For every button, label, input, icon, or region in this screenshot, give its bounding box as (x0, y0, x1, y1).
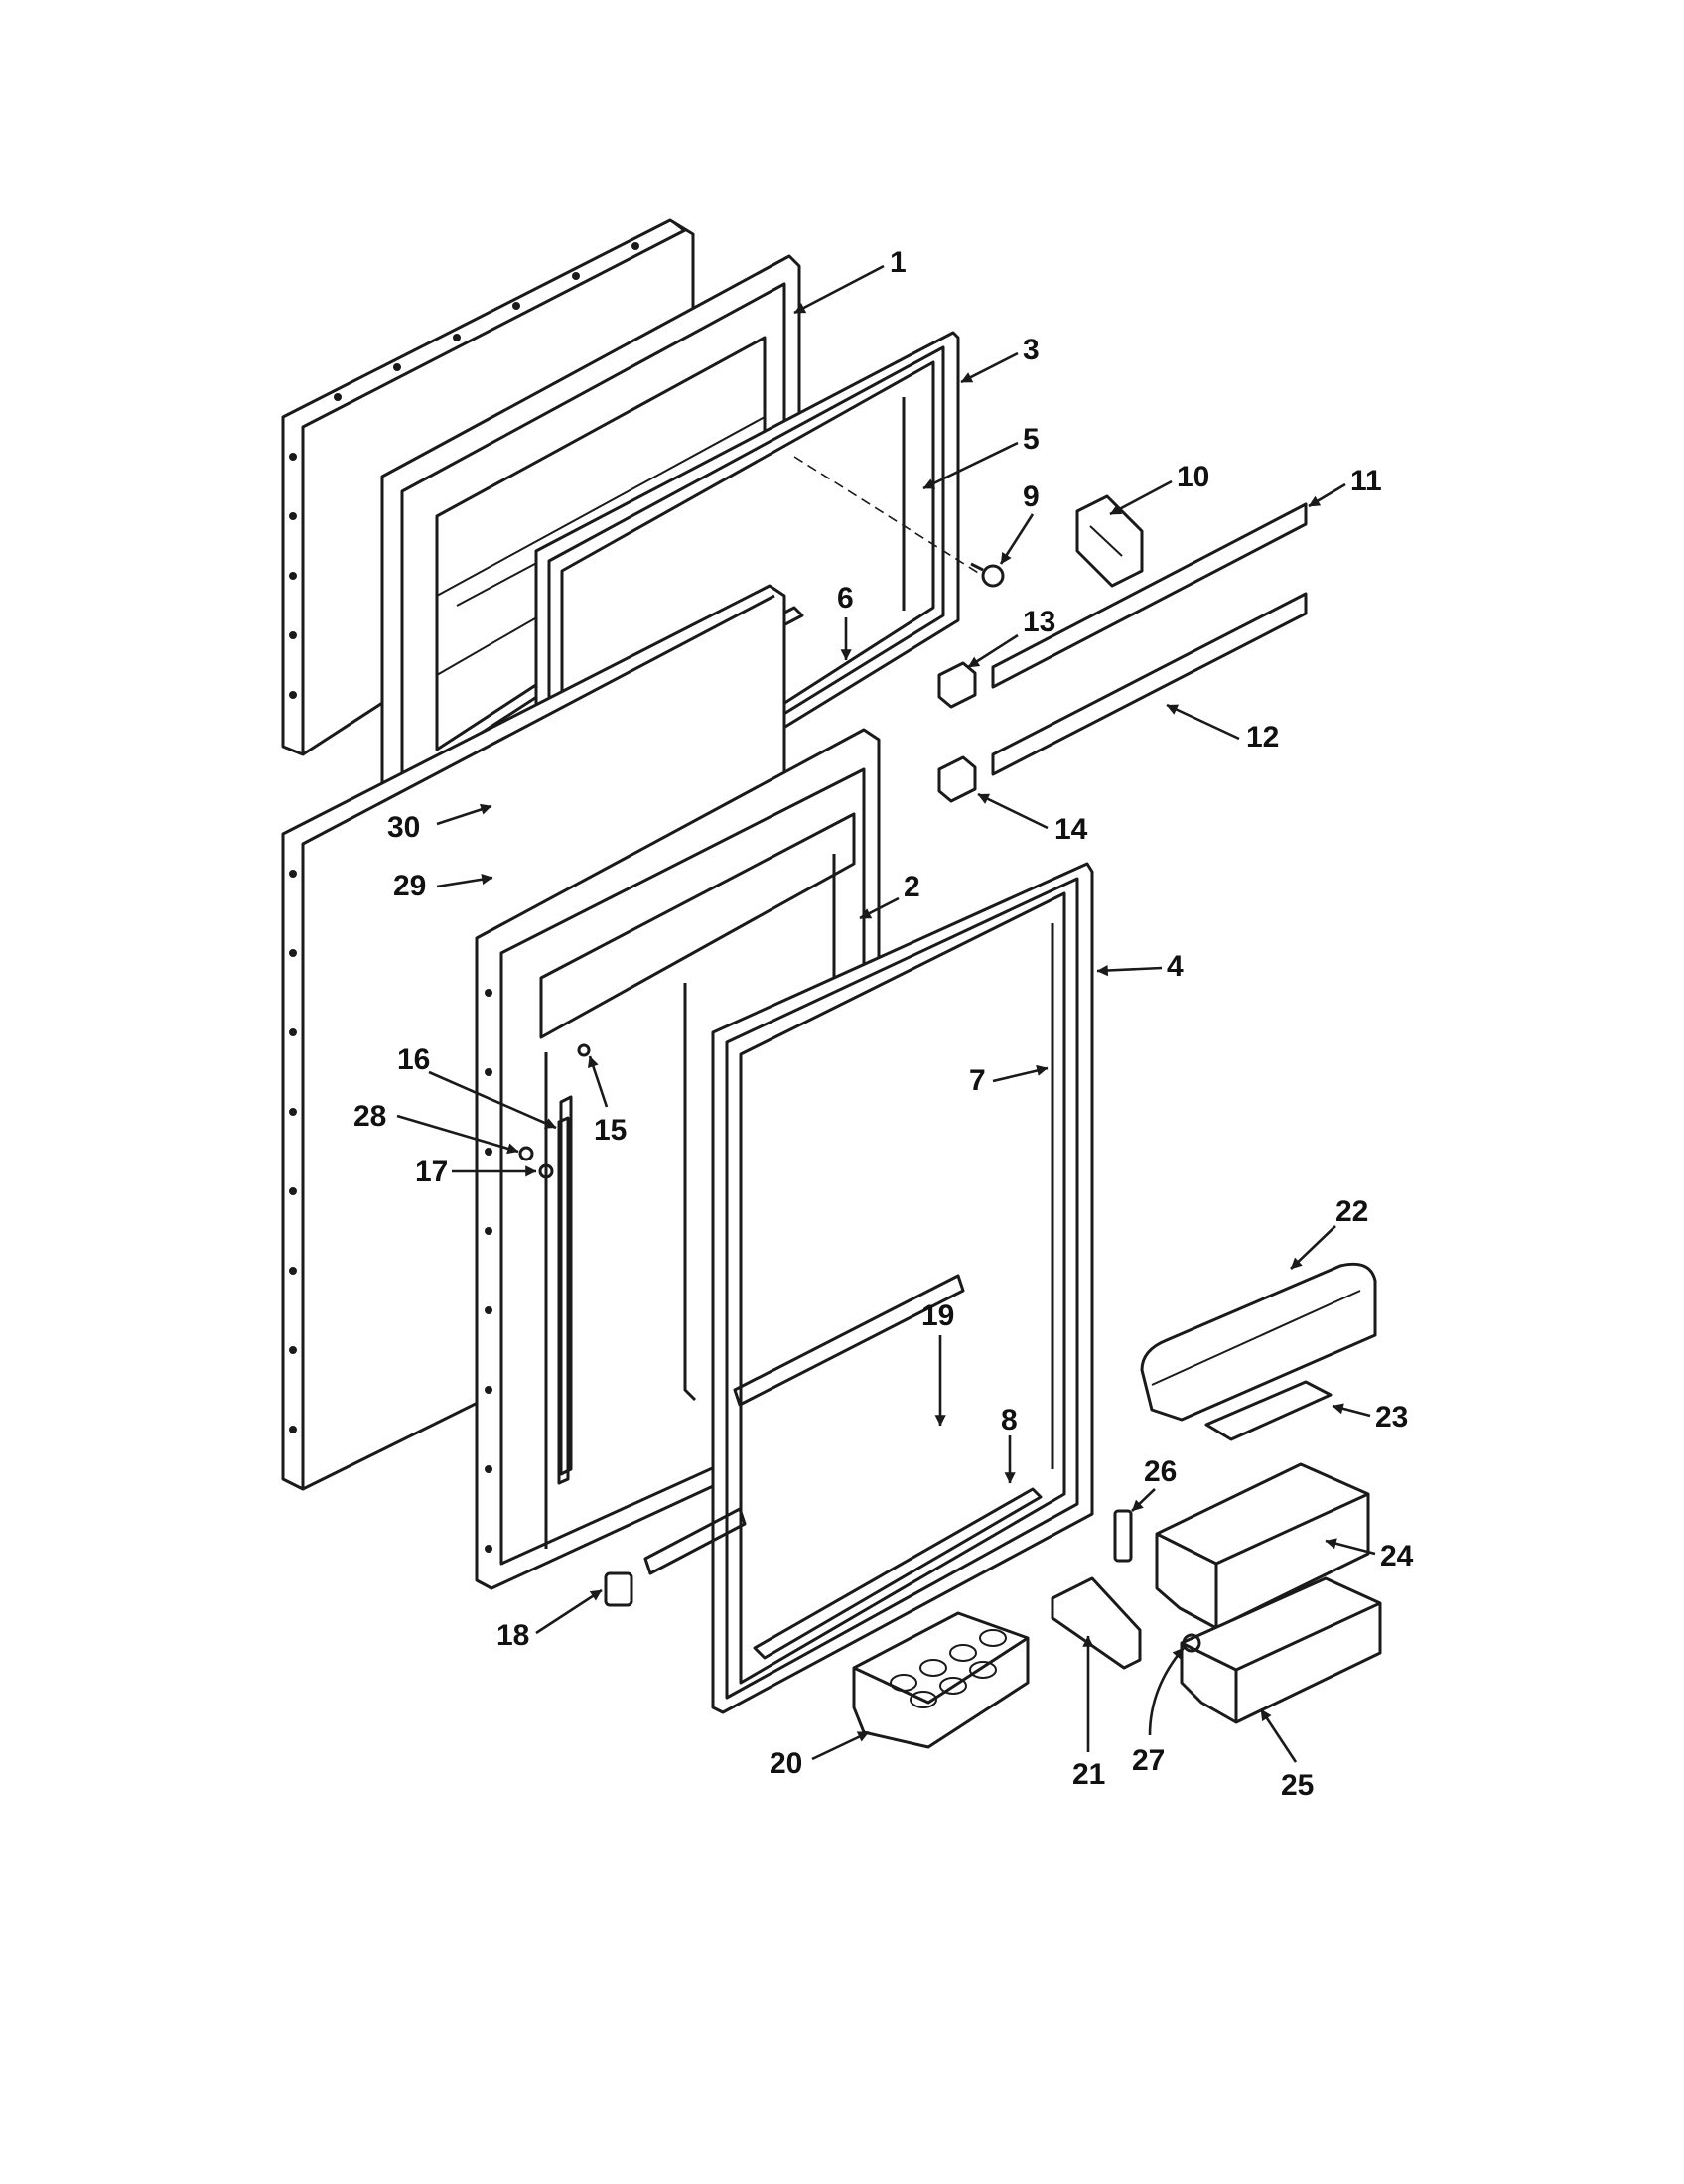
callout-26: 26 (1144, 1455, 1177, 1488)
shelf-support-part-21 (1051, 1576, 1142, 1670)
trim-strip-part-12 (991, 592, 1308, 776)
callout-17: 17 (415, 1156, 448, 1188)
fresh-food-breaker-strip (753, 1487, 1043, 1660)
callout-30: 30 (387, 811, 420, 844)
end-cap-part-14 (937, 755, 977, 803)
leader-12 (1166, 703, 1240, 741)
callout-18: 18 (496, 1619, 529, 1652)
pin-part-15 (577, 1043, 591, 1057)
leader-15 (587, 1055, 609, 1108)
bracket-part-10 (1075, 494, 1144, 588)
callout-1: 1 (890, 246, 907, 279)
callout-24: 24 (1380, 1540, 1414, 1572)
callout-9: 9 (1023, 480, 1040, 513)
callout-16: 16 (397, 1043, 430, 1076)
screw-part-9 (970, 562, 1005, 588)
fresh-food-door-gasket (711, 862, 1094, 1714)
hinge-bushing-part-28 (518, 1146, 534, 1161)
leader-26 (1131, 1488, 1156, 1512)
callout-19: 19 (921, 1299, 954, 1332)
callout-3: 3 (1023, 334, 1040, 366)
leader-30 (436, 803, 492, 826)
leader-10 (1109, 479, 1173, 516)
callout-2: 2 (904, 871, 920, 903)
callout-8: 8 (1001, 1404, 1018, 1436)
block-part-18 (604, 1571, 633, 1607)
callout-7: 7 (969, 1064, 986, 1097)
trim-strip-part-11 (991, 502, 1308, 689)
leader-18 (535, 1588, 603, 1635)
callout-25: 25 (1281, 1769, 1314, 1802)
leader-20 (811, 1730, 870, 1761)
leader-3 (960, 351, 1019, 384)
callout-28: 28 (353, 1100, 386, 1133)
callout-23: 23 (1375, 1401, 1408, 1433)
callout-5: 5 (1023, 423, 1040, 456)
leader-7 (992, 1064, 1049, 1083)
bar-part-19 (733, 1274, 965, 1407)
leader-13 (967, 633, 1019, 669)
leader-29 (436, 874, 493, 888)
callout-20: 20 (770, 1747, 802, 1780)
dairy-housing-part-23 (1204, 1380, 1333, 1441)
hinge-strip-part-16 (557, 1116, 570, 1485)
leader-1 (793, 264, 885, 315)
shelf-bracket-part-26 (1113, 1509, 1133, 1563)
leader-27 (1148, 1647, 1185, 1736)
leader-16 (428, 1070, 557, 1130)
callout-11: 11 (1350, 465, 1382, 497)
end-cap-part-13 (937, 661, 977, 709)
leader-22 (1290, 1225, 1336, 1270)
leader-4 (1096, 965, 1163, 977)
hinge-screw-part-17 (538, 1163, 554, 1179)
leader-25 (1259, 1708, 1298, 1763)
door-shelf-part-25 (1180, 1576, 1382, 1724)
leader-5 (922, 441, 1019, 490)
leader-24 (1325, 1538, 1376, 1556)
callout-14: 14 (1054, 813, 1088, 846)
callout-6: 6 (837, 582, 854, 614)
door-shelf-part-24 (1155, 1462, 1370, 1630)
callout-12: 12 (1246, 721, 1279, 753)
leader-lines (396, 264, 1376, 1763)
callout-27: 27 (1132, 1744, 1165, 1777)
callout-29: 29 (393, 870, 426, 902)
callout-10: 10 (1177, 461, 1209, 493)
leader-9 (999, 513, 1035, 565)
bar-lower-left (643, 1507, 747, 1575)
assembly-centerline-9 (793, 456, 984, 577)
egg-tray-part-20 (852, 1611, 1030, 1749)
dairy-door-part-22 (1140, 1262, 1377, 1422)
leader-2 (859, 896, 900, 920)
leader-23 (1332, 1403, 1371, 1418)
clip-part-27 (1182, 1633, 1201, 1653)
leader-28 (396, 1114, 519, 1155)
callout-21: 21 (1072, 1758, 1105, 1791)
callout-15: 15 (594, 1114, 627, 1147)
leader-11 (1308, 482, 1346, 508)
callout-4: 4 (1167, 950, 1184, 983)
callout-22: 22 (1335, 1195, 1368, 1228)
callout-labels: 1 2 3 4 5 6 7 8 9 10 11 12 13 14 15 16 1… (353, 246, 1414, 1802)
leader-14 (977, 792, 1049, 830)
callout-13: 13 (1023, 606, 1055, 638)
